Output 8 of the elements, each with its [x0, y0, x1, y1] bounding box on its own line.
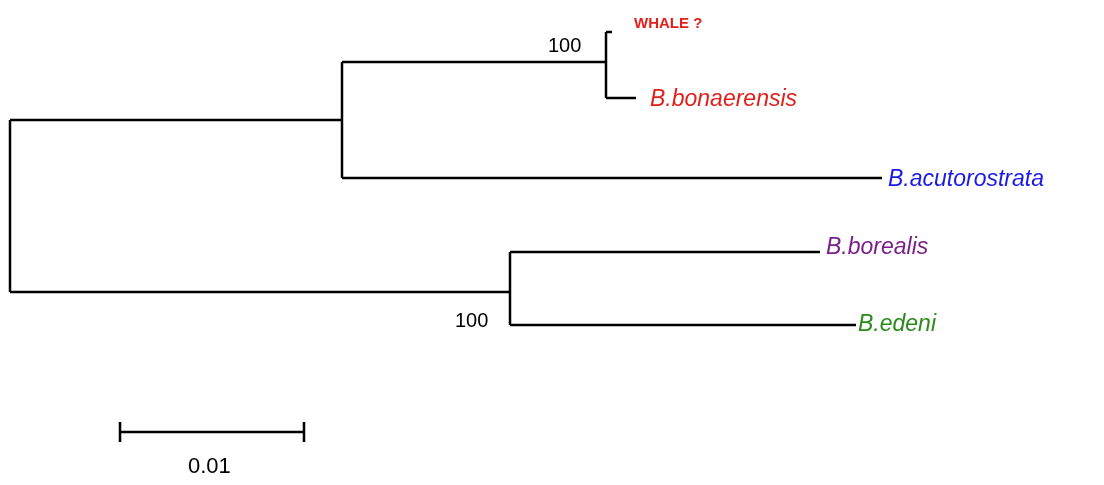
taxon-label: WHALE ?	[634, 14, 703, 30]
taxon-label: B.acutorostrata	[888, 166, 1044, 190]
taxon-label: B.borealis	[826, 234, 929, 258]
scale-label: 0.01	[188, 455, 231, 477]
bootstrap-value: 100	[455, 310, 489, 330]
bootstrap-value: 100	[548, 35, 582, 55]
taxon-label: B.bonaerensis	[650, 86, 798, 110]
taxon-label: B.edeni	[858, 311, 936, 335]
